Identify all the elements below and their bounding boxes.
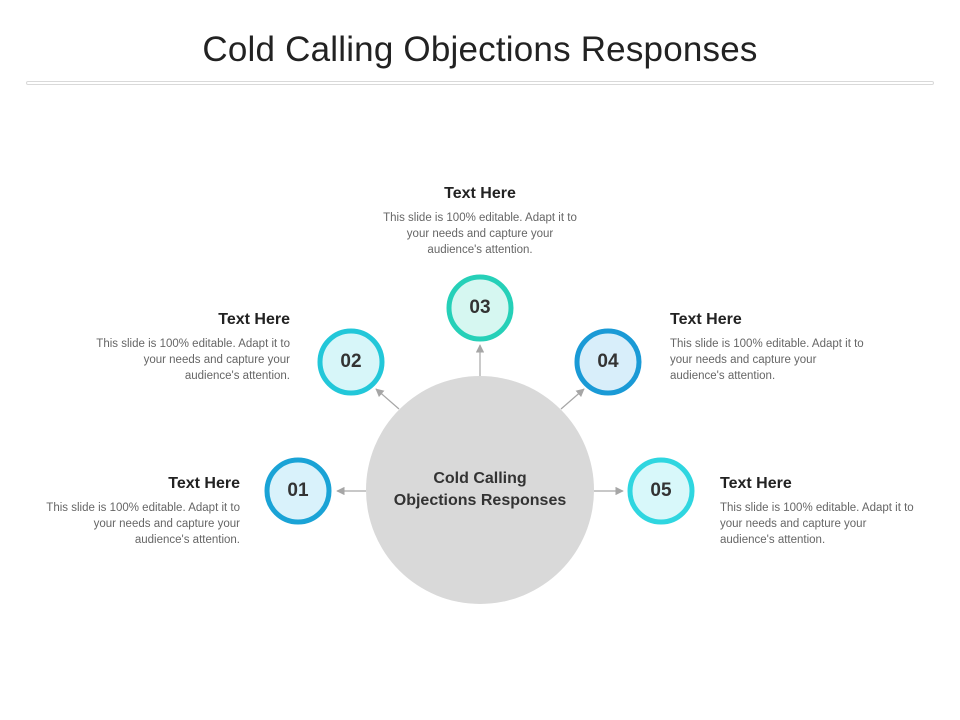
node-number-02: 02	[340, 351, 362, 372]
slide-title: Cold Calling Objections Responses	[202, 30, 758, 69]
text-block-01: Text Here This slide is 100% editable. A…	[40, 475, 240, 548]
text-block-heading: Text Here	[444, 185, 516, 202]
text-block-body: This slide is 100% editable. Adapt it to…	[720, 502, 914, 546]
node-circle-02	[317, 328, 385, 396]
node-circle-04	[574, 328, 642, 396]
node-circle-03	[446, 274, 514, 342]
text-block-05: Text Here This slide is 100% editable. A…	[720, 475, 920, 548]
node-circle-01	[264, 457, 332, 525]
center-label-line2: Objections Responses	[393, 492, 567, 509]
node-number-01: 01	[287, 480, 309, 501]
center-circle	[366, 376, 594, 604]
text-block-body: This slide is 100% editable. Adapt it to…	[383, 212, 577, 256]
text-block-04: Text Here This slide is 100% editable. A…	[670, 311, 870, 384]
connector-arrow-02	[375, 388, 400, 410]
text-block-heading: Text Here	[670, 311, 742, 328]
text-block-heading: Text Here	[168, 475, 240, 492]
center-label: Cold Calling Objections Responses	[370, 468, 590, 512]
node-number-03: 03	[469, 297, 491, 318]
text-block-body: This slide is 100% editable. Adapt it to…	[670, 338, 864, 382]
title-divider	[26, 81, 934, 85]
text-block-02: Text Here This slide is 100% editable. A…	[90, 311, 290, 384]
node-circle-05	[627, 457, 695, 525]
text-block-body: This slide is 100% editable. Adapt it to…	[96, 338, 290, 382]
center-label-line1: Cold Calling	[433, 470, 527, 487]
text-block-heading: Text Here	[720, 475, 792, 492]
node-number-04: 04	[597, 351, 619, 372]
connector-arrow-04	[560, 388, 585, 410]
text-block-03: Text Here This slide is 100% editable. A…	[380, 185, 580, 258]
text-block-heading: Text Here	[218, 311, 290, 328]
text-block-body: This slide is 100% editable. Adapt it to…	[46, 502, 240, 546]
node-number-05: 05	[650, 480, 672, 501]
